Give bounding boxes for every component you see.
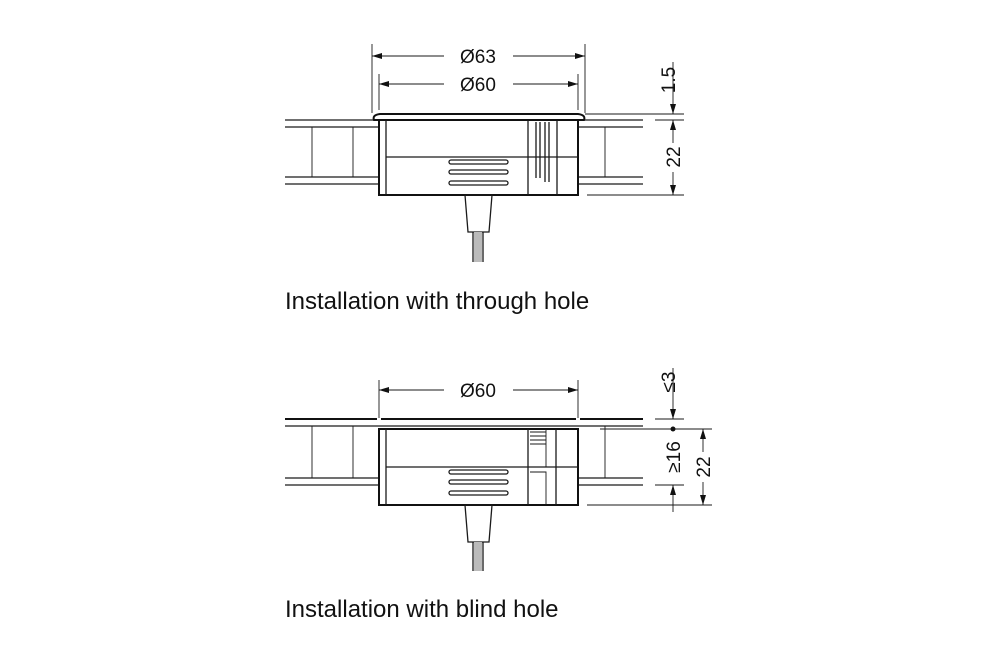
dim-label: 22: [694, 456, 715, 477]
dimension-body-diameter: Ø60: [379, 381, 578, 402]
dim-label: 22: [664, 146, 685, 167]
dim-label: ≤3: [659, 372, 680, 393]
through-hole-drawing: Ø63 Ø60 1.5 22: [285, 44, 685, 315]
dim-label: ≥16: [664, 441, 685, 473]
dim-label: 1.5: [659, 67, 680, 93]
dim-label: Ø63: [460, 47, 496, 68]
dimension-board-thickness: 22: [664, 120, 685, 195]
cable-outlet-device: [378, 428, 579, 571]
worktop-board: [285, 119, 643, 185]
caption-through-hole: Installation with through hole: [285, 288, 589, 315]
reference-dot: [670, 426, 676, 432]
dimension-remaining-thickness: ≤3: [659, 368, 680, 419]
blind-hole-drawing: Ø60 ≤3 ≥16 22 Installation with: [285, 368, 715, 623]
cable-outlet-device: [372, 113, 586, 262]
dimension-hole-depth: ≥16: [664, 441, 685, 512]
dim-label: Ø60: [460, 381, 496, 402]
caption-blind-hole: Installation with blind hole: [285, 596, 559, 623]
dimension-flange-height: 1.5: [659, 62, 680, 114]
worktop-board: [285, 418, 643, 486]
dimension-flange-diameter: Ø63: [372, 47, 585, 68]
dimension-board-thickness: 22: [694, 429, 715, 505]
dimension-body-diameter: Ø60: [379, 75, 578, 96]
dim-label: Ø60: [460, 75, 496, 96]
